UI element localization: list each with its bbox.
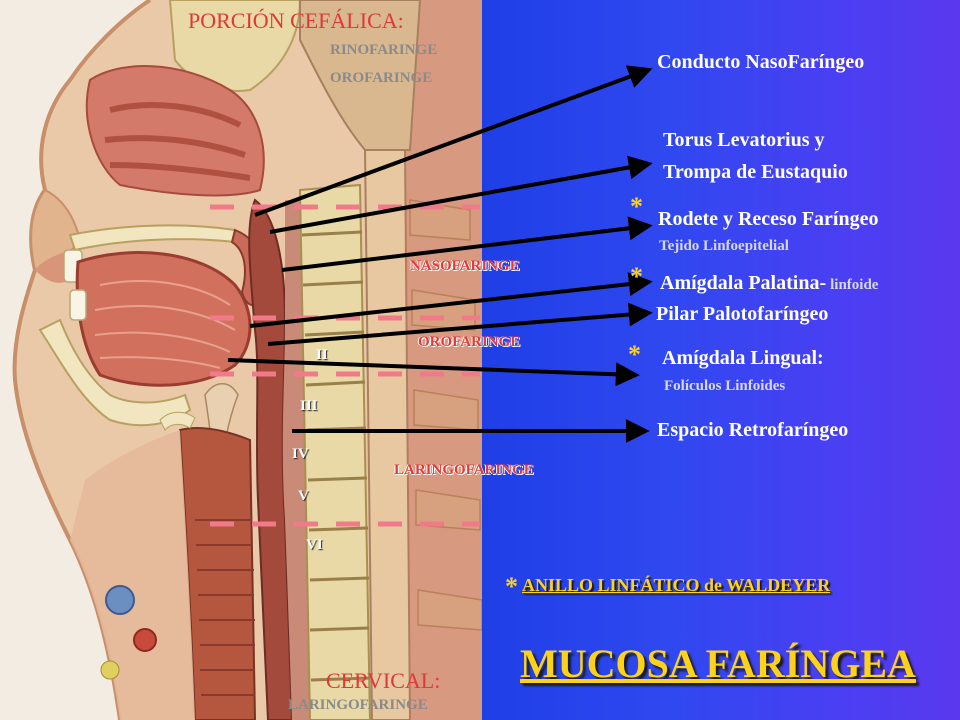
- hyoid-bone: [159, 411, 196, 431]
- label-rodete: Rodete y Receso Faríngeo: [658, 208, 879, 230]
- region-orofaringe: OROFARINGE: [418, 334, 521, 350]
- nasal-conchae: [104, 102, 251, 181]
- trachea-rings: [195, 519, 255, 696]
- tongue: [75, 251, 252, 387]
- label-espacio-retrofaringeo: Espacio Retrofaríngeo: [657, 419, 849, 441]
- cephalic-sub-rinofaringe: RINOFARINGE: [330, 42, 438, 58]
- arrow-amigdala-palatina: [249, 272, 653, 328]
- region-boundary-lines: [210, 204, 480, 527]
- label-torus-line1: Torus Levatorius y: [663, 129, 825, 151]
- vertebra-v: V: [298, 488, 309, 504]
- label-rodete-sub: Tejido Linfoepitelial: [659, 238, 789, 254]
- vessel: [105, 585, 135, 615]
- label-amigdala-palatina-row: Amígdala Palatina- linfoide: [660, 272, 878, 295]
- label-torus-line2: Trompa de Eustaquio: [663, 161, 848, 183]
- vessel: [133, 628, 157, 652]
- label-amigdala-lingual: Amígdala Lingual:: [662, 347, 824, 369]
- skin-outline: [12, 0, 152, 720]
- waldeyer-row: * ANILLO LINFÁTICO de WALDEYER: [505, 568, 831, 601]
- vertebra-ii: II: [316, 347, 328, 363]
- lower-teeth: [69, 289, 87, 321]
- posterior-neck-muscles: [405, 0, 482, 720]
- pointer-arrows: [227, 65, 653, 443]
- arrow-torus: [269, 155, 653, 234]
- label-pilar-palotofaringeo: Pilar Palotofaríngeo: [656, 303, 829, 325]
- star-amigdala-palatina: *: [630, 262, 643, 291]
- anterior-neck-tissue: [70, 430, 195, 720]
- vertebra-vi: VI: [306, 537, 323, 553]
- region-laringofaringe: LARINGOFARINGE: [394, 462, 534, 478]
- vertebra-iii: III: [300, 398, 318, 414]
- star-amigdala-lingual: *: [628, 340, 641, 369]
- star-rodete: *: [630, 192, 643, 221]
- arrow-pilar: [267, 302, 653, 346]
- star-waldeyer: *: [505, 572, 518, 601]
- slide-title-mucosa-faringea: MUCOSA FARÍNGEA: [520, 641, 916, 686]
- cephalic-sub-orofaringe: OROFARINGE: [330, 70, 433, 86]
- cephalic-title: PORCIÓN CEFÁLICA:: [188, 8, 404, 33]
- tongue-muscle-lines: [94, 280, 236, 369]
- arrow-conducto: [254, 65, 653, 217]
- waldeyer-title: ANILLO LINFÁTICO de WALDEYER: [522, 575, 831, 595]
- label-amigdala-palatina: Amígdala Palatina-: [660, 272, 827, 294]
- region-nasofaringe: NASOFARINGE: [410, 258, 520, 274]
- label-amigdala-lingual-sub: Folículos Linfoides: [664, 378, 786, 394]
- arrow-rodete: [281, 216, 653, 272]
- vessel: [100, 660, 120, 680]
- cervical-sub: LARINGOFARINGE: [288, 697, 428, 713]
- label-amigdala-palatina-suffix: linfoide: [830, 277, 879, 293]
- label-conducto-nasofaringeo: Conducto NasoFaríngeo: [657, 51, 865, 73]
- cervical-title: CERVICAL:: [326, 668, 441, 693]
- vertebra-iv: IV: [292, 446, 309, 462]
- brain-stem: [299, 0, 422, 151]
- upper-lip: [35, 250, 70, 283]
- arrow-amigdala-lingual: [227, 358, 640, 387]
- label-panel: [482, 0, 960, 720]
